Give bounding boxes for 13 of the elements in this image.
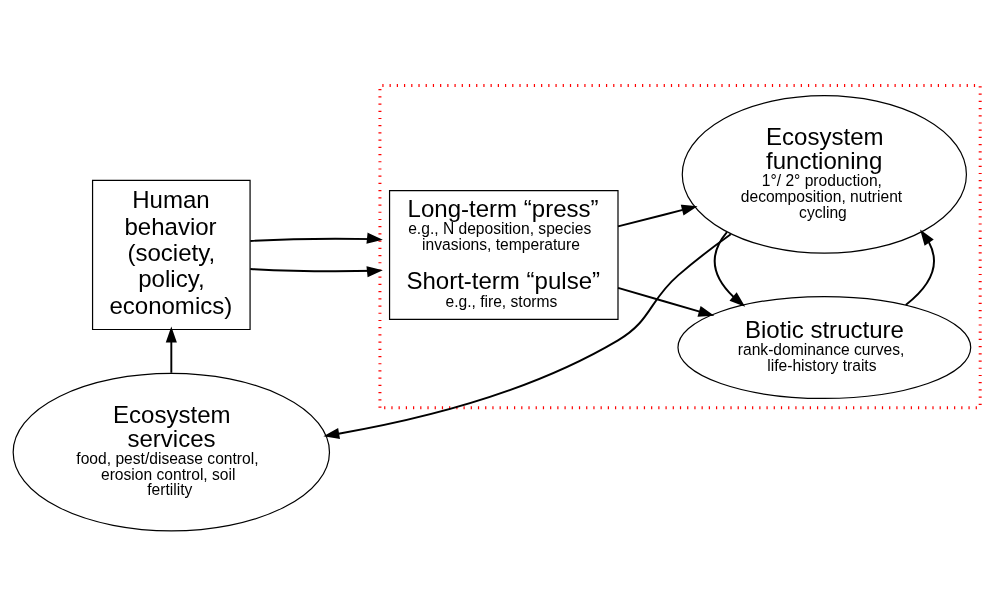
arrow [904, 229, 935, 306]
arrow [323, 232, 732, 439]
arrow [249, 232, 383, 244]
node-box: Human behavior (society, policy, economics) [91, 179, 251, 330]
cluster [378, 83, 982, 409]
node-box: Long-term “press” e.g., N deposition, species invasions, temperature Short-term “pulse” e.g., fire, storms [388, 189, 619, 320]
arrow [617, 204, 698, 227]
node-ellipse: Ecosystem services food, pest/disease control, erosion control, soil fertility [12, 372, 331, 531]
node-ellipse: Biotic structure rank-dominance curves, life-history traits [677, 295, 972, 399]
arrow [617, 286, 715, 317]
arrow [165, 326, 177, 374]
arrow [713, 230, 746, 307]
arrow [249, 265, 383, 277]
